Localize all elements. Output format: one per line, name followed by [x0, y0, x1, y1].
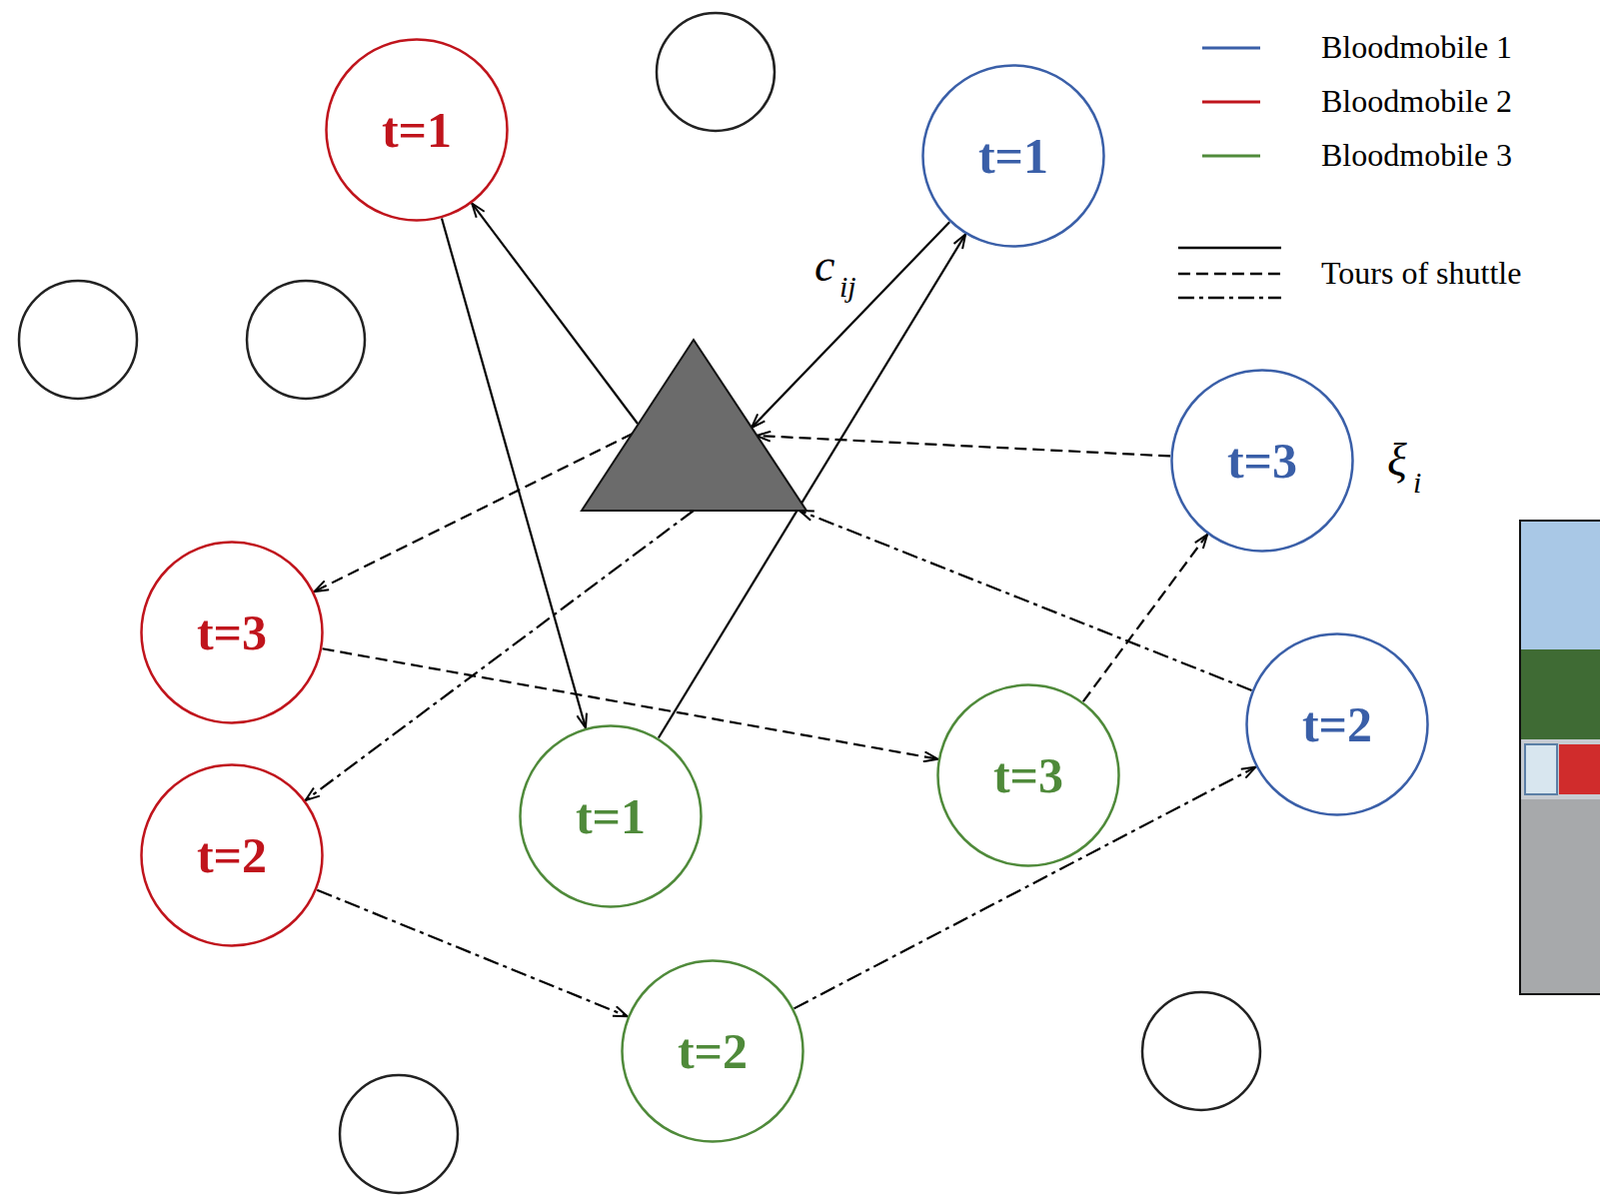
period-label: t=2 [1302, 699, 1373, 750]
empty-location [339, 1075, 458, 1194]
period-label: t=1 [978, 130, 1049, 181]
location-circle: t=3 [139, 540, 324, 725]
period-label: t=3 [196, 607, 267, 658]
shuttle-route [799, 510, 1253, 691]
dashdot-line-sample [1178, 296, 1282, 300]
location-circle: t=1 [518, 724, 703, 909]
location-circle: t=2 [1245, 632, 1430, 817]
legend-text: Bloodmobile 3 [1321, 138, 1513, 171]
empty-location [1142, 992, 1261, 1111]
location-circle: t=2 [620, 959, 805, 1144]
shuttle-route [313, 433, 633, 592]
math-subscript: ij [839, 271, 857, 302]
legend-text: Bloodmobile 1 [1321, 30, 1513, 63]
shuttle-route [471, 203, 638, 424]
legend-swatch [1202, 100, 1261, 104]
period-label: t=2 [196, 830, 267, 881]
legend-swatch [1202, 154, 1261, 158]
period-label: t=1 [381, 104, 452, 155]
legend-samples [1178, 247, 1282, 298]
location-circle: t=1 [921, 63, 1106, 248]
period-label: t=3 [993, 750, 1064, 801]
node-outline [581, 339, 807, 511]
dashed-line-sample [1178, 272, 1282, 276]
math-symbol: ξ [1387, 437, 1408, 484]
empty-location [246, 280, 365, 399]
empty-location [656, 12, 775, 131]
legend-swatch [1202, 46, 1261, 50]
location-circle: t=2 [139, 763, 324, 948]
period-label: t=3 [1227, 435, 1298, 486]
legend-text: Bloodmobile 2 [1321, 84, 1513, 117]
period-label: t=2 [677, 1026, 748, 1077]
location-circle: t=3 [1170, 368, 1355, 553]
shuttle-route [1083, 534, 1208, 702]
location-circle: t=1 [324, 37, 509, 222]
legend-text: Tours of shuttle [1321, 256, 1522, 289]
math-symbol: c [814, 242, 835, 289]
solid-line-sample [1178, 246, 1282, 250]
shuttle-route [756, 435, 1171, 456]
math-subscript: i [1413, 467, 1422, 498]
bloodmobile-photo [1520, 520, 1600, 995]
location-circle: t=3 [936, 683, 1121, 868]
period-label: t=1 [575, 791, 646, 842]
shuttle-route [751, 221, 950, 428]
shuttle-route [441, 218, 586, 729]
empty-location [18, 280, 137, 399]
shuttle-route [316, 890, 628, 1018]
depot-triangle [581, 339, 807, 511]
